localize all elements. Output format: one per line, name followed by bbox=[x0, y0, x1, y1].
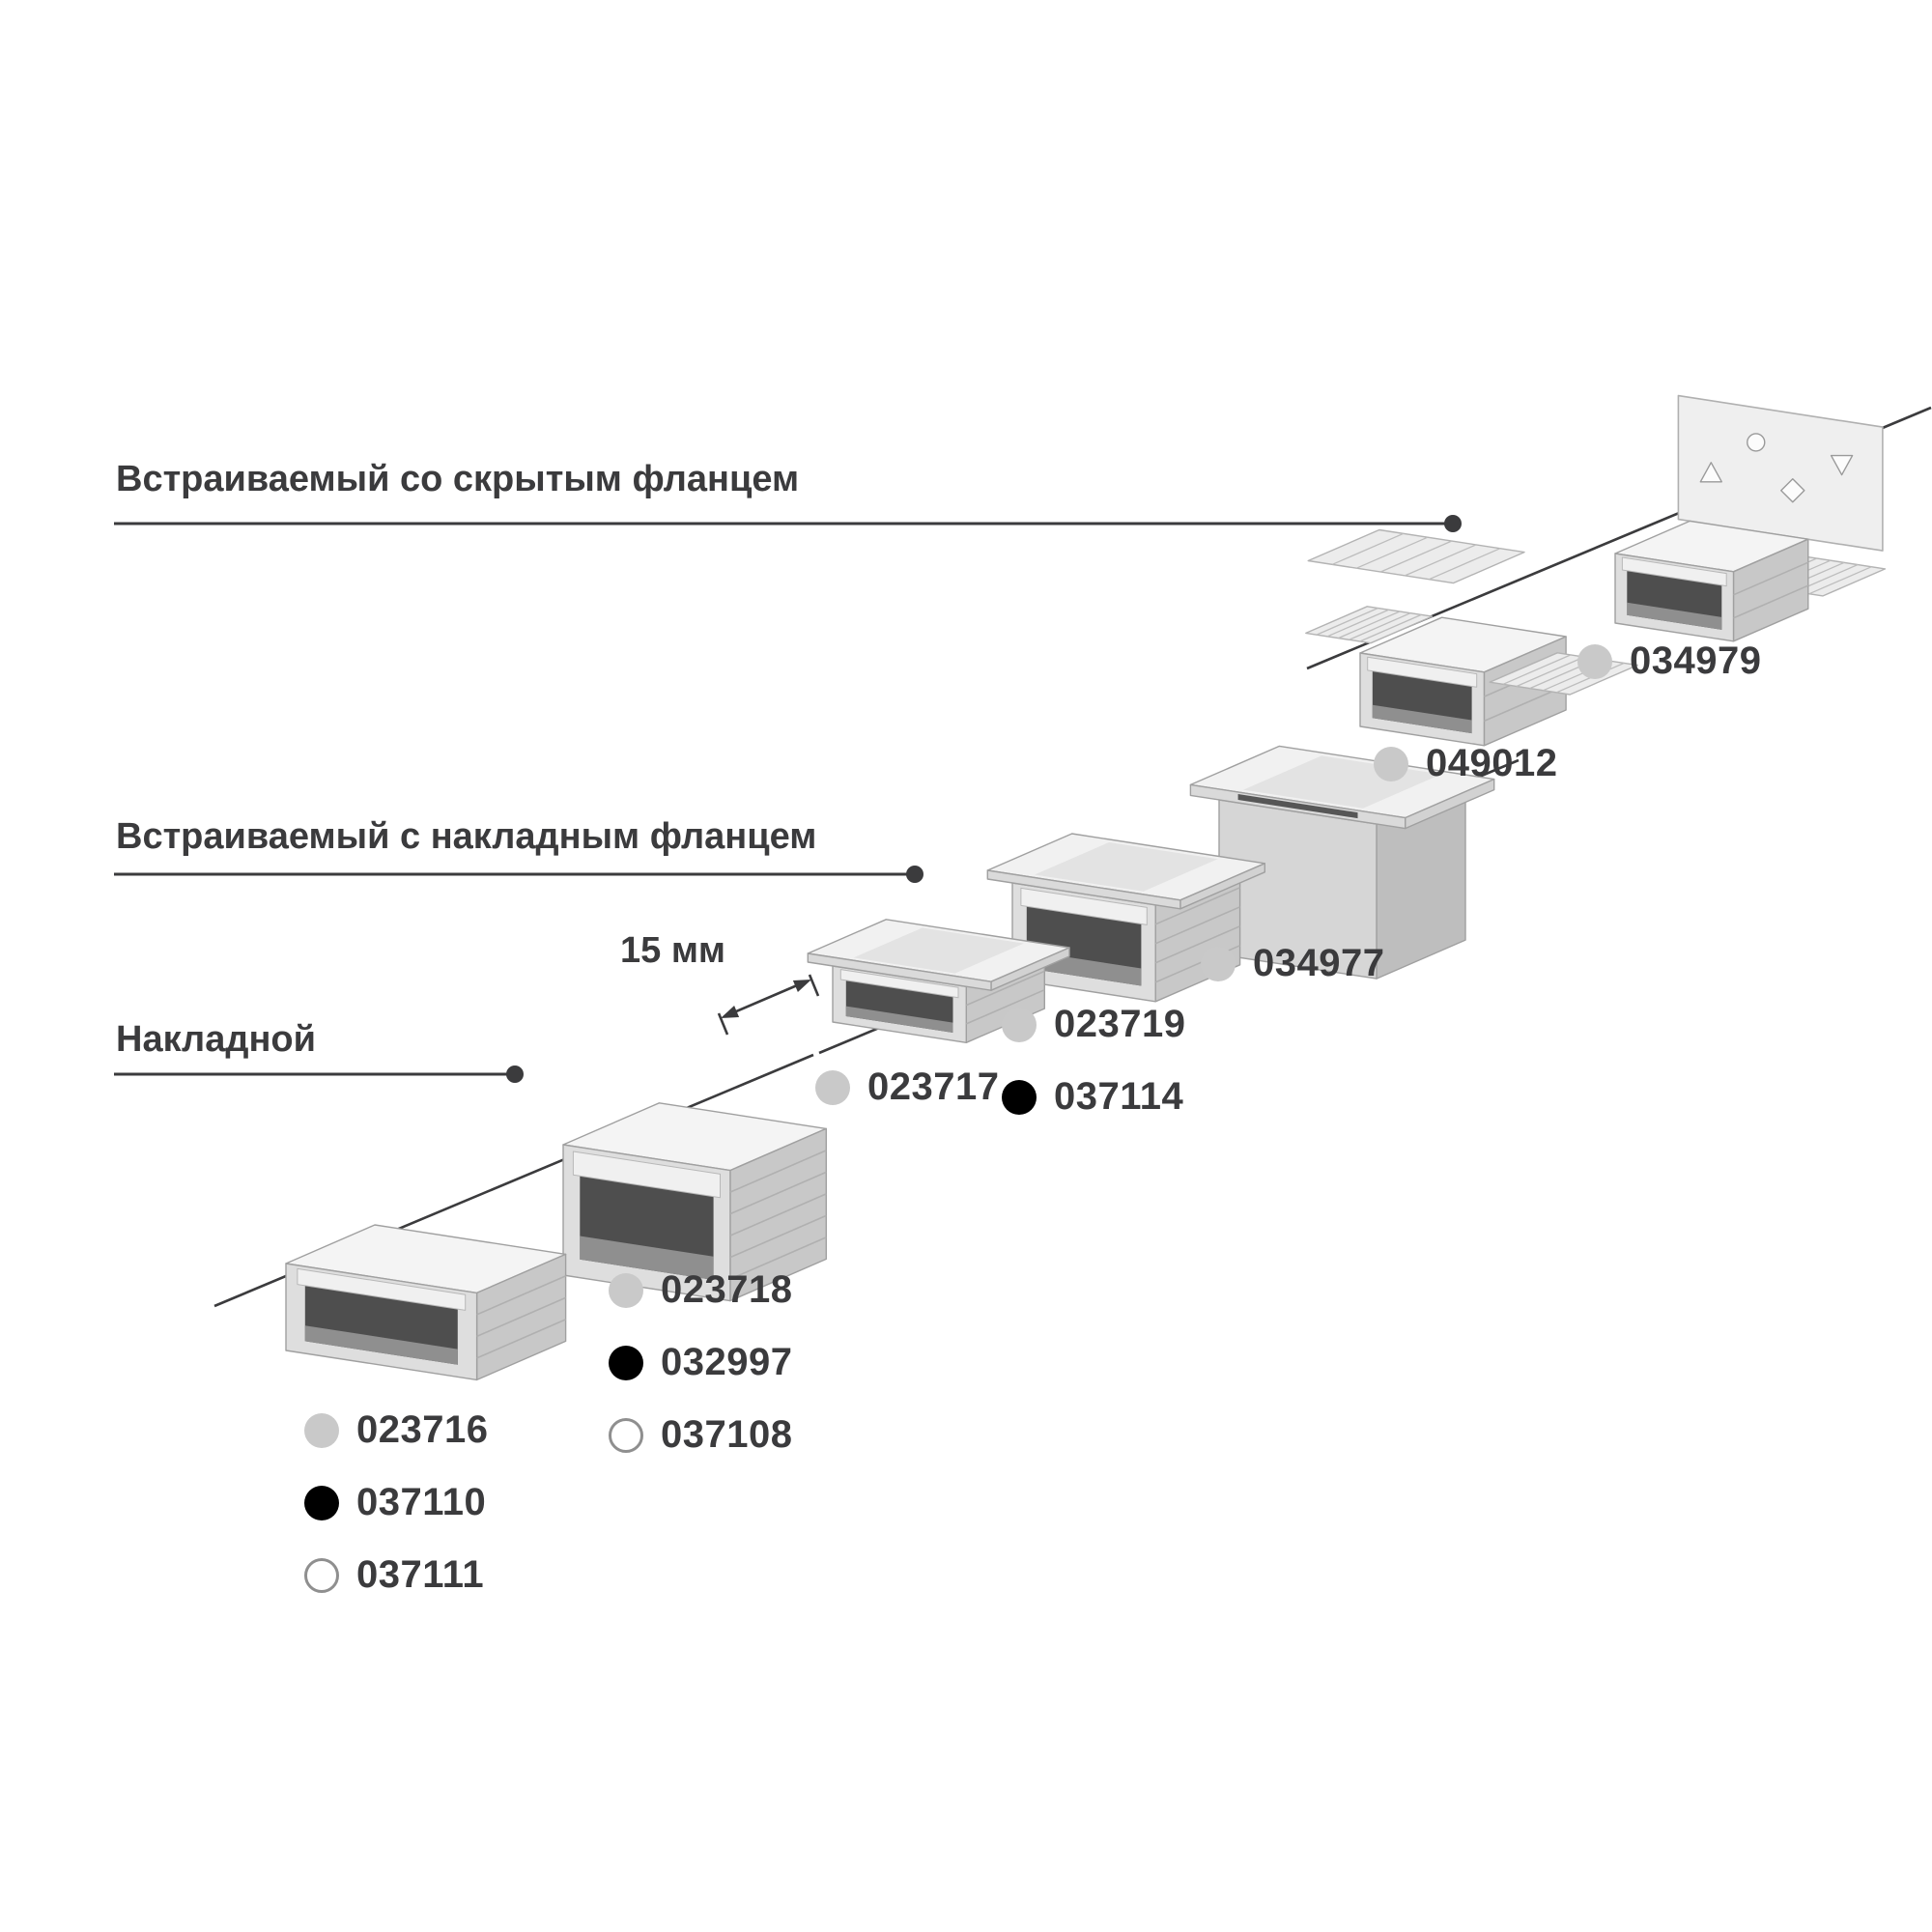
product-code-row: 037111 bbox=[304, 1553, 488, 1597]
product-code-row: 023719 bbox=[1002, 1003, 1185, 1046]
product-code-label: 032997 bbox=[661, 1341, 793, 1383]
product-code-label: 023718 bbox=[661, 1268, 793, 1311]
dimension-label: 15 мм bbox=[620, 930, 726, 971]
code-group-recessed-deep: 034977 bbox=[1201, 942, 1384, 985]
finish-color-dot bbox=[1002, 1079, 1037, 1115]
finish-color-dot bbox=[609, 1345, 643, 1380]
finish-color-dot bbox=[609, 1417, 643, 1453]
product-code-row: 032997 bbox=[609, 1341, 792, 1384]
product-code-row: 037108 bbox=[609, 1413, 792, 1457]
finish-color-dot bbox=[304, 1485, 339, 1520]
category-label-surface-mounted: Накладной bbox=[116, 1019, 316, 1060]
product-code-label: 023717 bbox=[867, 1065, 1000, 1108]
finish-color-dot bbox=[815, 1069, 850, 1105]
product-code-row: 034979 bbox=[1577, 639, 1761, 683]
code-group-recessed-flat: 023717 bbox=[815, 1065, 999, 1109]
leader-dot-surface-mount bbox=[506, 1065, 524, 1083]
finish-color-dot bbox=[1002, 1007, 1037, 1042]
category-label-recessed-surface-flange: Встраиваемый с накладным фланцем bbox=[116, 816, 817, 857]
product-code-label: 034977 bbox=[1253, 942, 1385, 984]
product-code-label: 037110 bbox=[356, 1481, 487, 1523]
product-code-label: 037111 bbox=[356, 1553, 485, 1596]
code-group-hidden-flange: 049012 bbox=[1374, 742, 1557, 785]
finish-color-dot bbox=[1201, 946, 1236, 981]
code-group-hidden-flange-bracket: 034979 bbox=[1577, 639, 1761, 683]
finish-color-dot bbox=[1374, 746, 1408, 781]
code-group-surface-tall: 023718 032997 037108 bbox=[609, 1268, 792, 1457]
category-label-recessed-hidden-flange: Встраиваемый со скрытым фланцем bbox=[116, 459, 800, 499]
dimension-arrow bbox=[717, 974, 820, 1036]
leader-dot-surface-flange bbox=[906, 866, 923, 883]
product-code-row: 023716 bbox=[304, 1408, 488, 1452]
finish-color-dot bbox=[304, 1412, 339, 1448]
leader-dot-hidden-flange bbox=[1444, 515, 1462, 532]
product-code-label: 037114 bbox=[1054, 1075, 1184, 1118]
product-code-row: 037110 bbox=[304, 1481, 488, 1524]
product-code-label: 023719 bbox=[1054, 1003, 1186, 1045]
product-code-row: 023717 bbox=[815, 1065, 999, 1109]
finish-color-dot bbox=[609, 1272, 643, 1308]
product-code-label: 049012 bbox=[1426, 742, 1558, 784]
dimension-line bbox=[734, 984, 797, 1013]
product-code-row: 049012 bbox=[1374, 742, 1557, 785]
product-code-row: 034977 bbox=[1201, 942, 1384, 985]
dimension-tick-right bbox=[808, 974, 820, 997]
product-code-row: 023718 bbox=[609, 1268, 792, 1312]
profiles-illustration bbox=[285, 394, 1887, 1381]
product-code-label: 023716 bbox=[356, 1408, 489, 1451]
product-code-label: 034979 bbox=[1630, 639, 1762, 682]
dimension-arrowhead-right bbox=[792, 980, 811, 992]
leader-lines bbox=[114, 515, 1462, 1083]
dimension-tick-left bbox=[717, 1012, 729, 1036]
product-code-row: 037114 bbox=[1002, 1075, 1185, 1119]
code-group-recessed-tall: 023719 037114 bbox=[1002, 1003, 1185, 1119]
finish-color-dot bbox=[304, 1557, 339, 1593]
code-group-surface-flat: 023716 037110 037111 bbox=[304, 1408, 488, 1597]
dimension-arrowhead-left bbox=[721, 1006, 740, 1018]
finish-color-dot bbox=[1577, 643, 1612, 679]
product-code-label: 037108 bbox=[661, 1413, 793, 1456]
